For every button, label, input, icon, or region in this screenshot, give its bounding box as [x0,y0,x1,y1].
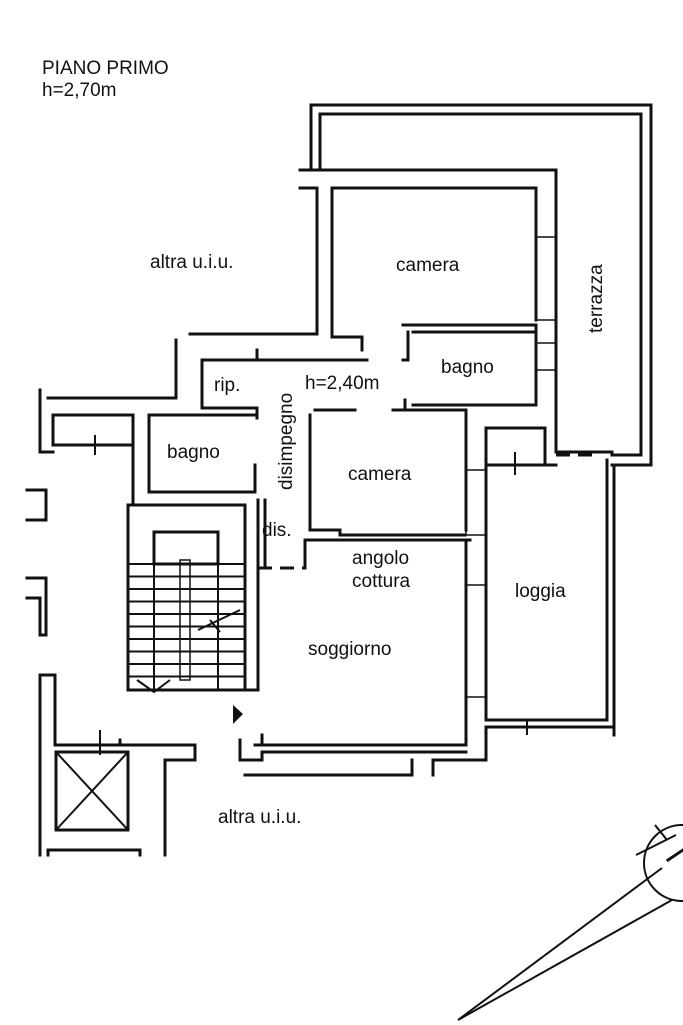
label-bagno-east: bagno [441,357,494,378]
window-soggiorno [465,584,487,698]
elevator-shaft-icon [54,750,130,832]
label-dis: dis. [262,520,292,541]
floor-title: PIANO PRIMO [42,58,169,79]
floor-height: h=2,70m [42,80,116,101]
label-disimpegno: disimpegno [276,393,297,490]
window-camera-south [465,469,487,536]
label-soggiorno: soggiorno [308,639,391,660]
room-soggiorno-walls [238,469,487,762]
north-arrow-icon [457,824,683,1021]
label-neighbor-north: altra u.i.u. [150,252,233,273]
window-camera-north [535,236,557,321]
label-neighbor-south: altra u.i.u. [218,807,301,828]
label-local-height: h=2,40m [305,373,379,394]
label-camera-north: camera [396,255,460,276]
staircase-icon [126,503,247,694]
label-angolo: angolo [352,548,409,569]
label-loggia: loggia [515,581,566,602]
window-bagno-east [535,342,557,371]
room-bagno-west-walls [38,338,259,507]
west-exterior-walls [25,488,197,857]
corridor-walls [200,348,467,537]
label-cottura: cottura [352,571,411,592]
label-bagno-west: bagno [167,442,220,463]
label-ripostiglio: rip. [214,375,240,396]
entrance-arrow-icon [233,705,243,724]
label-camera-south: camera [348,464,412,485]
label-terrazza: terrazza [586,264,607,333]
room-camera-north-walls [188,186,557,362]
room-loggia-walls [243,426,616,777]
